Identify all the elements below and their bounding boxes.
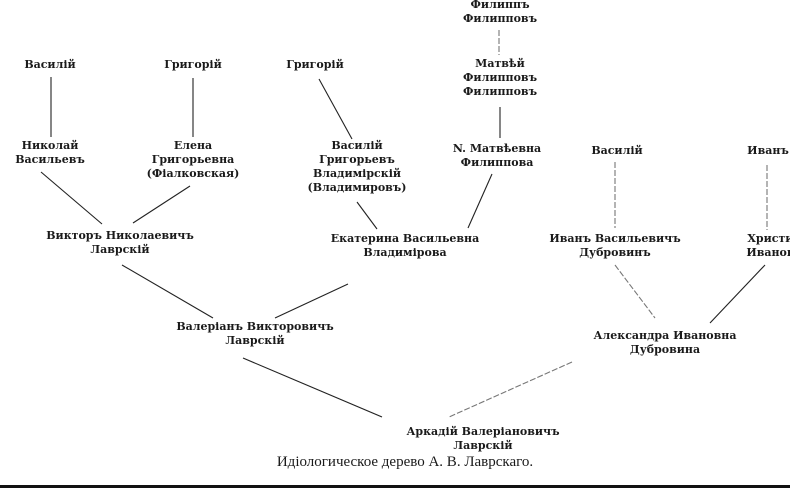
relation-line (614, 264, 656, 319)
person-grigoriy1: Григорій (164, 58, 222, 72)
person-name-line: Филипповъ (462, 71, 538, 84)
person-name-line: Ивановна (746, 246, 790, 259)
person-name-line: Елена (173, 139, 213, 152)
person-name-line: Александра Ивановна (593, 329, 737, 342)
person-name-line: Владимірова (363, 246, 447, 259)
person-name-line: Екатерина Васильевна (330, 232, 480, 245)
person-name-line: Лаврскій (225, 334, 285, 347)
person-name-line: Василій (591, 144, 643, 157)
person-name-line: Филиппъ (470, 0, 530, 11)
relation-line (132, 185, 191, 224)
relation-line (274, 283, 349, 319)
person-name-line: (Владимировъ) (307, 181, 407, 194)
person-name-line: Валеріанъ Викторовичъ (176, 320, 334, 333)
relation-line (318, 78, 353, 140)
person-name-line: Дубровина (629, 343, 701, 356)
person-name-line: Василій (24, 58, 76, 71)
person-name-line: Иванъ Васильевичъ (549, 232, 681, 245)
person-name-line: Григорьевъ (319, 153, 395, 166)
person-name-line: Василій (331, 139, 383, 152)
relation-line (709, 264, 766, 324)
relation-line (242, 357, 383, 418)
relation-line (356, 201, 378, 230)
person-name-line: Васильевъ (15, 153, 85, 166)
person-name-line: Филипповъ (462, 12, 538, 25)
person-name-line: N. Матвѣевна (452, 142, 542, 155)
person-name-line: Филипповъ (462, 85, 538, 98)
person-name-line: Григорій (286, 58, 344, 71)
person-name-line: Дубровинъ (579, 246, 651, 259)
bottom-border (0, 485, 790, 488)
person-name-line: Владимірскій (312, 167, 402, 180)
person-vasiliy3: Василій (591, 144, 642, 158)
person-name-line: Григорьевна (151, 153, 235, 166)
person-ivan1: Иванъ (747, 144, 789, 158)
relation-line (467, 173, 493, 229)
person-name-line: Николай (21, 139, 79, 152)
person-grigoriy2: Григорій (286, 58, 344, 72)
relation-line (40, 171, 103, 225)
person-name-line: Викторъ Николаевичъ (46, 229, 194, 242)
person-name-line: (Фіалковская) (146, 167, 240, 180)
person-name-line: Лаврскій (90, 243, 150, 256)
person-name-line: Аркадій Валеріановичъ (406, 425, 560, 438)
person-name-line: Григорій (164, 58, 222, 71)
person-vasiliy1: Василій (24, 58, 75, 72)
person-name-line: Иванъ (747, 144, 789, 157)
person-hristina: ХристинаИвановна (746, 232, 790, 260)
relation-line (121, 264, 214, 319)
relation-line (448, 361, 573, 418)
caption: Идіологическое дерево А. В. Лаврскаго. (276, 454, 534, 470)
person-name-line: Матвѣй (475, 57, 525, 70)
person-name-line: Филиппова (460, 156, 534, 169)
person-name-line: Лаврскій (453, 439, 513, 452)
person-name-line: Христина (747, 232, 790, 245)
